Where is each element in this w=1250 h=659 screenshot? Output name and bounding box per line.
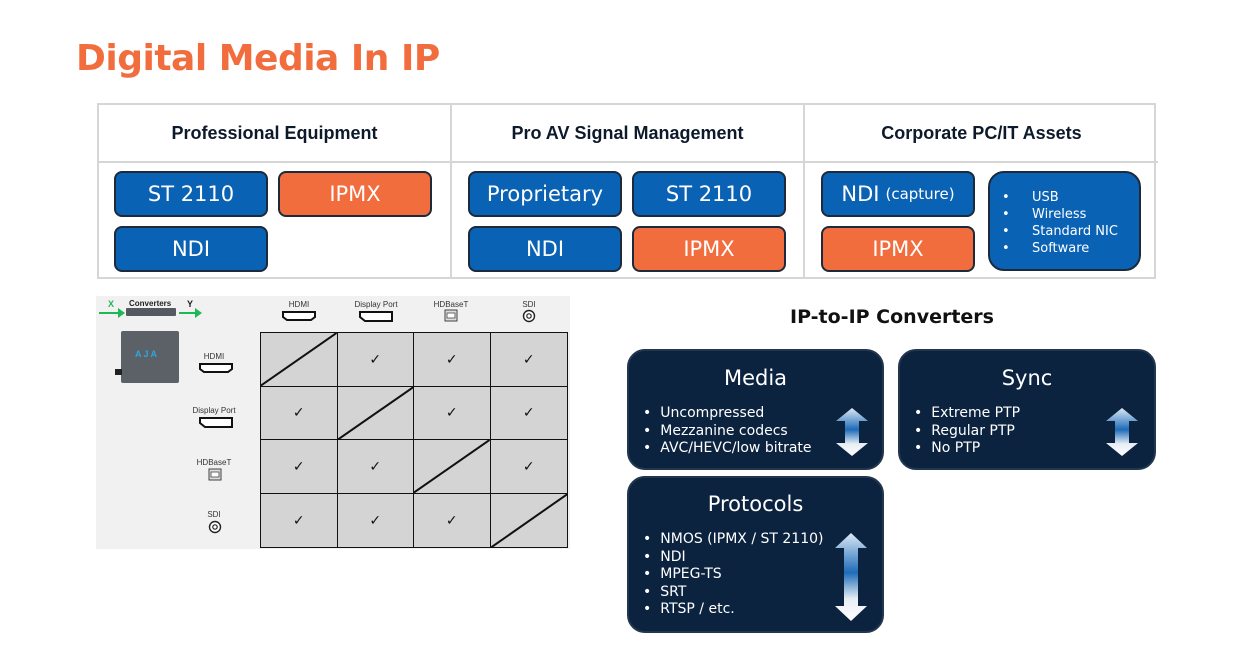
media-list: Uncompressed Mezzanine codecs AVC/HEVC/l… [643, 405, 812, 458]
cell-diagonal [414, 440, 491, 494]
list-item: Standard NIC [1002, 223, 1139, 240]
up-down-arrow-icon [836, 408, 868, 456]
media-panel: Media Uncompressed Mezzanine codecs AVC/… [627, 349, 884, 470]
hdmi-icon [199, 363, 233, 373]
x-label: X [108, 299, 115, 309]
cell-diagonal [337, 386, 414, 440]
cell-check: ✓ [414, 333, 491, 387]
displayport-icon [199, 417, 233, 428]
header-pro-av-signal-management: Pro AV Signal Management [452, 105, 805, 163]
input-arrow-line [99, 312, 119, 314]
list-item: SRT [643, 584, 823, 602]
displayport-icon [359, 311, 393, 322]
cell-check: ✓ [261, 493, 338, 547]
cell-diagonal [490, 493, 567, 547]
col-label-hdmi: HDMI [288, 300, 310, 309]
list-item: NDI [643, 549, 823, 567]
cell-check: ✓ [337, 493, 414, 547]
col-label-display-port: Display Port [354, 300, 398, 309]
cell-check: ✓ [414, 386, 491, 440]
up-down-arrow-icon [835, 533, 867, 621]
cell-diagonal [261, 333, 338, 387]
categories-table: Professional Equipment Pro AV Signal Man… [97, 103, 1158, 279]
protocols-title: Protocols [707, 492, 804, 516]
cell-check: ✓ [337, 333, 414, 387]
list-item: Software [1002, 240, 1139, 257]
input-arrow-icon [118, 308, 125, 318]
header-corporate-pc-it-assets: Corporate PC/IT Assets [805, 105, 1158, 163]
list-item: RTSP / etc. [643, 601, 823, 619]
chip-ndi: NDI [468, 226, 622, 272]
list-item: Wireless [1002, 206, 1139, 223]
cell-check: ✓ [490, 386, 567, 440]
converter-matrix: X Converters Y AJA HDMI Display Port HDB… [96, 296, 570, 549]
cell-check: ✓ [490, 333, 567, 387]
sync-list: Extreme PTP Regular PTP No PTP [914, 405, 1020, 458]
list-item: Mezzanine codecs [643, 423, 812, 441]
page-title: Digital Media In IP [76, 38, 440, 79]
col-label-sdi: SDI [522, 300, 536, 309]
output-arrow-line [179, 312, 195, 314]
chip-st2110: ST 2110 [632, 171, 786, 217]
list-item: Regular PTP [914, 423, 1020, 441]
hdmi-icon [282, 311, 316, 321]
corporate-cell: NDI (capture) IPMX USB Wireless Standard… [805, 163, 1158, 277]
pro-av-cell: Proprietary ST 2110 NDI IPMX [452, 163, 805, 277]
chip-st2110: ST 2110 [114, 171, 268, 217]
device-plug [115, 369, 122, 375]
device-brand: AJA [135, 349, 160, 359]
corporate-asset-list: USB Wireless Standard NIC Software [988, 171, 1141, 271]
header-professional-equipment: Professional Equipment [99, 105, 452, 163]
row-label-hdbaset: HDBaseT [196, 458, 232, 467]
cell-check: ✓ [414, 493, 491, 547]
chip-ndi-capture: NDI (capture) [821, 171, 975, 217]
chip-proprietary: Proprietary [468, 171, 622, 217]
aja-device-image: AJA [115, 331, 179, 383]
sync-panel: Sync Extreme PTP Regular PTP No PTP [898, 349, 1156, 470]
protocols-list: NMOS (IPMX / ST 2110) NDI MPEG-TS SRT RT… [643, 531, 823, 619]
converters-label: Converters [129, 299, 172, 308]
up-down-arrow-icon [1106, 408, 1138, 456]
media-title: Media [723, 366, 788, 390]
list-item: Uncompressed [643, 405, 812, 423]
chip-ipmx: IPMX [632, 226, 786, 272]
cell-check: ✓ [261, 386, 338, 440]
list-item: NMOS (IPMX / ST 2110) [643, 531, 823, 549]
professional-equipment-cell: ST 2110 IPMX NDI [99, 163, 452, 277]
protocols-panel: Protocols NMOS (IPMX / ST 2110) NDI MPEG… [627, 476, 884, 633]
output-arrow-icon [195, 308, 202, 318]
hdbaset-icon [444, 309, 458, 322]
col-label-hdbaset: HDBaseT [433, 300, 469, 309]
list-item: Extreme PTP [914, 405, 1020, 423]
row-label-hdmi: HDMI [203, 352, 225, 361]
list-item: MPEG-TS [643, 566, 823, 584]
cell-check: ✓ [490, 440, 567, 494]
sdi-icon [522, 309, 536, 323]
list-item: AVC/HEVC/low bitrate [643, 440, 811, 458]
cell-check: ✓ [337, 440, 414, 494]
list-item: USB [1002, 189, 1139, 206]
converter-bar-icon [126, 308, 176, 316]
chip-ipmx: IPMX [278, 171, 432, 217]
hdbaset-icon [208, 468, 222, 481]
chip-ndi-sublabel: (capture) [885, 185, 955, 203]
y-label: Y [187, 299, 194, 309]
chip-ipmx: IPMX [821, 226, 975, 272]
sync-title: Sync [1001, 366, 1053, 390]
sdi-icon [208, 520, 222, 534]
compatibility-grid: ✓ ✓ ✓ ✓ ✓ ✓ ✓ ✓ ✓ ✓ ✓ ✓ [260, 332, 568, 548]
cell-check: ✓ [261, 440, 338, 494]
row-label-sdi: SDI [207, 510, 221, 519]
row-label-display-port: Display Port [192, 406, 236, 415]
chip-ndi: NDI [114, 226, 268, 272]
chip-ndi-label: NDI [841, 182, 880, 206]
ip-to-ip-title: IP-to-IP Converters [790, 306, 994, 328]
list-item: No PTP [914, 440, 1020, 458]
